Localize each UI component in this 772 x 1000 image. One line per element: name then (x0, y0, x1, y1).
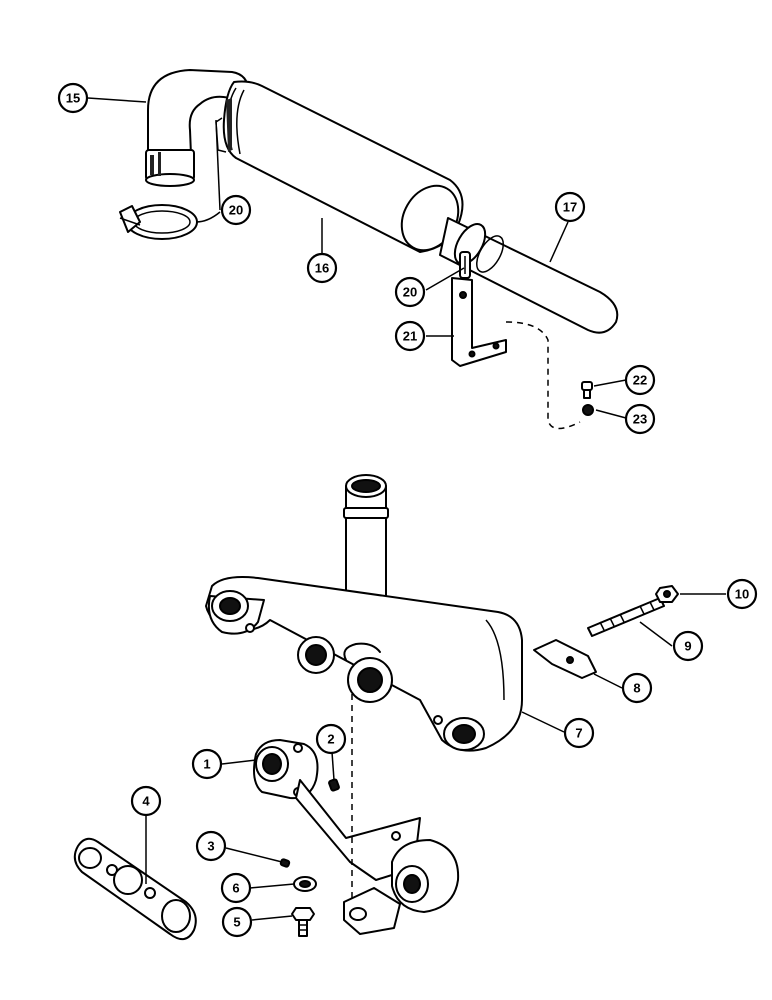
callout-3: 3 (195, 830, 227, 862)
callout-4: 4 (130, 785, 162, 817)
set-screw-2 (328, 778, 340, 792)
callout-1-label: 1 (203, 757, 210, 772)
muffler (215, 80, 464, 253)
callout-20-right-label: 20 (403, 285, 417, 300)
gasket (73, 837, 197, 941)
callout-7-label: 7 (575, 726, 582, 741)
callout-9: 9 (672, 630, 704, 662)
callout-10-label: 10 (735, 587, 749, 602)
callout-17: 17 (554, 191, 586, 223)
callout-21-label: 21 (403, 329, 417, 344)
lockwasher-23 (582, 404, 594, 416)
callout-7: 7 (563, 717, 595, 749)
callout-15: 15 (57, 82, 89, 114)
washer (293, 876, 317, 892)
callout-9-label: 9 (684, 639, 691, 654)
bracket (451, 277, 507, 367)
callout-6: 6 (220, 872, 252, 904)
callout-20-upper: 20 (220, 194, 252, 226)
callout-4-label: 4 (142, 794, 150, 809)
exhaust-adapter (253, 739, 460, 935)
callout-21: 21 (394, 320, 426, 352)
exhaust-manifold (205, 474, 523, 752)
callout-15-label: 15 (66, 91, 80, 106)
callout-23-label: 23 (633, 412, 647, 427)
callout-20-upper-label: 20 (229, 203, 243, 218)
callout-16-label: 16 (315, 261, 329, 276)
callout-1: 1 (191, 748, 223, 780)
callout-22: 22 (624, 364, 656, 396)
nut (655, 585, 679, 603)
callout-8-label: 8 (633, 681, 640, 696)
callout-2: 2 (315, 723, 347, 755)
set-screw-3 (279, 858, 291, 868)
bolt-5 (291, 907, 315, 937)
callout-16: 16 (306, 252, 338, 284)
callout-10: 10 (726, 578, 758, 610)
callout-17-label: 17 (563, 200, 577, 215)
callout-5: 5 (221, 906, 253, 938)
clamp-upper (119, 204, 198, 240)
callout-8: 8 (621, 672, 653, 704)
tail-pipe (439, 217, 619, 334)
assembly-line-bracket (505, 321, 581, 430)
clamp-right (459, 251, 471, 279)
clamp-plate (533, 639, 597, 679)
leader-lines (87, 97, 726, 921)
callout-20-right: 20 (394, 276, 426, 308)
callout-22-label: 22 (633, 373, 647, 388)
callout-23: 23 (624, 403, 656, 435)
callout-5-label: 5 (233, 915, 240, 930)
bolt-22 (581, 381, 593, 399)
callout-3-label: 3 (207, 839, 214, 854)
callout-6-label: 6 (232, 881, 239, 896)
callout-2-label: 2 (327, 732, 334, 747)
stud (587, 597, 665, 637)
